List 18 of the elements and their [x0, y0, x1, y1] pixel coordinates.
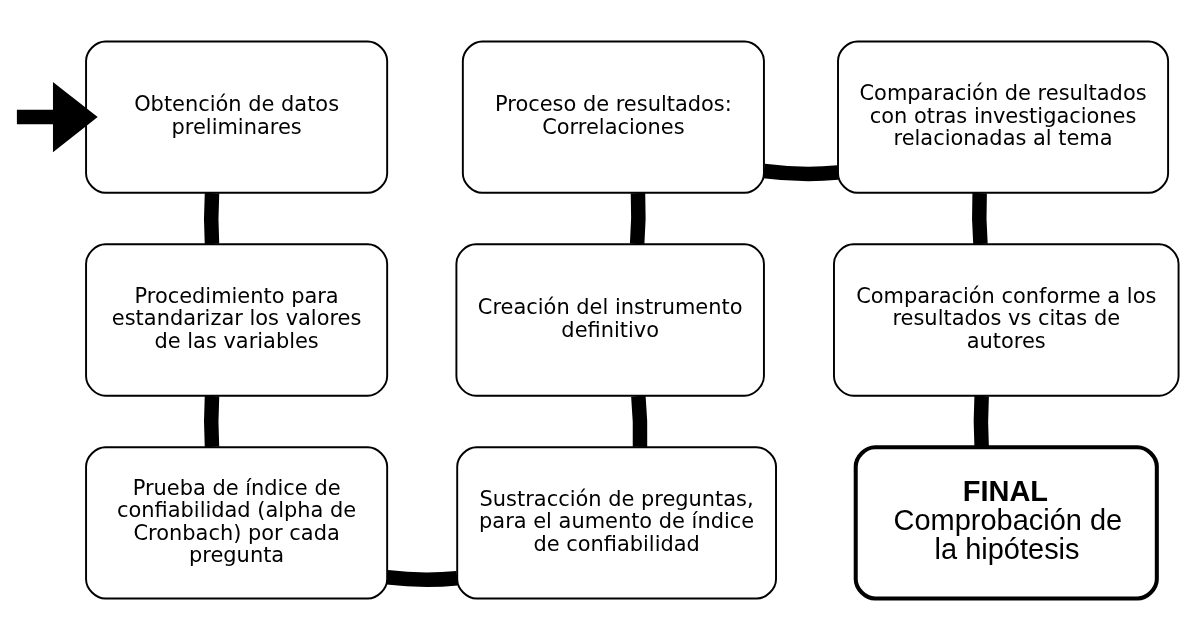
- node-box: Procedimiento para estandarizar los valores de las variables: [85, 243, 389, 397]
- connector: [973, 395, 989, 448]
- node-box: Comparación conforme a los resultados vs citas de autores: [833, 243, 1180, 397]
- node-box: Sustracción de preguntas, para el aumento de índice de confiabilidad: [456, 446, 777, 600]
- node-box: Comparación de resultados con otras investigaciones relacionadas al tema: [837, 40, 1170, 194]
- connector: [629, 192, 646, 245]
- connector: [763, 163, 839, 182]
- connector: [204, 192, 220, 245]
- node-box: Proceso de resultados: Correlaciones: [461, 40, 765, 194]
- node-box: Creación del instrumento definitivo: [455, 243, 765, 397]
- connector: [631, 395, 648, 448]
- connector: [204, 395, 220, 448]
- node-box: Prueba de índice de confiabilidad (alpha de Cronbach) por cada pregunta: [85, 446, 389, 600]
- connector: [972, 192, 988, 245]
- node-box: Obtención de datos preliminares: [85, 40, 389, 194]
- node-box: FINAL Comprobación de la hipótesis: [853, 445, 1159, 601]
- arrow: [16, 81, 98, 153]
- connector: [386, 570, 458, 587]
